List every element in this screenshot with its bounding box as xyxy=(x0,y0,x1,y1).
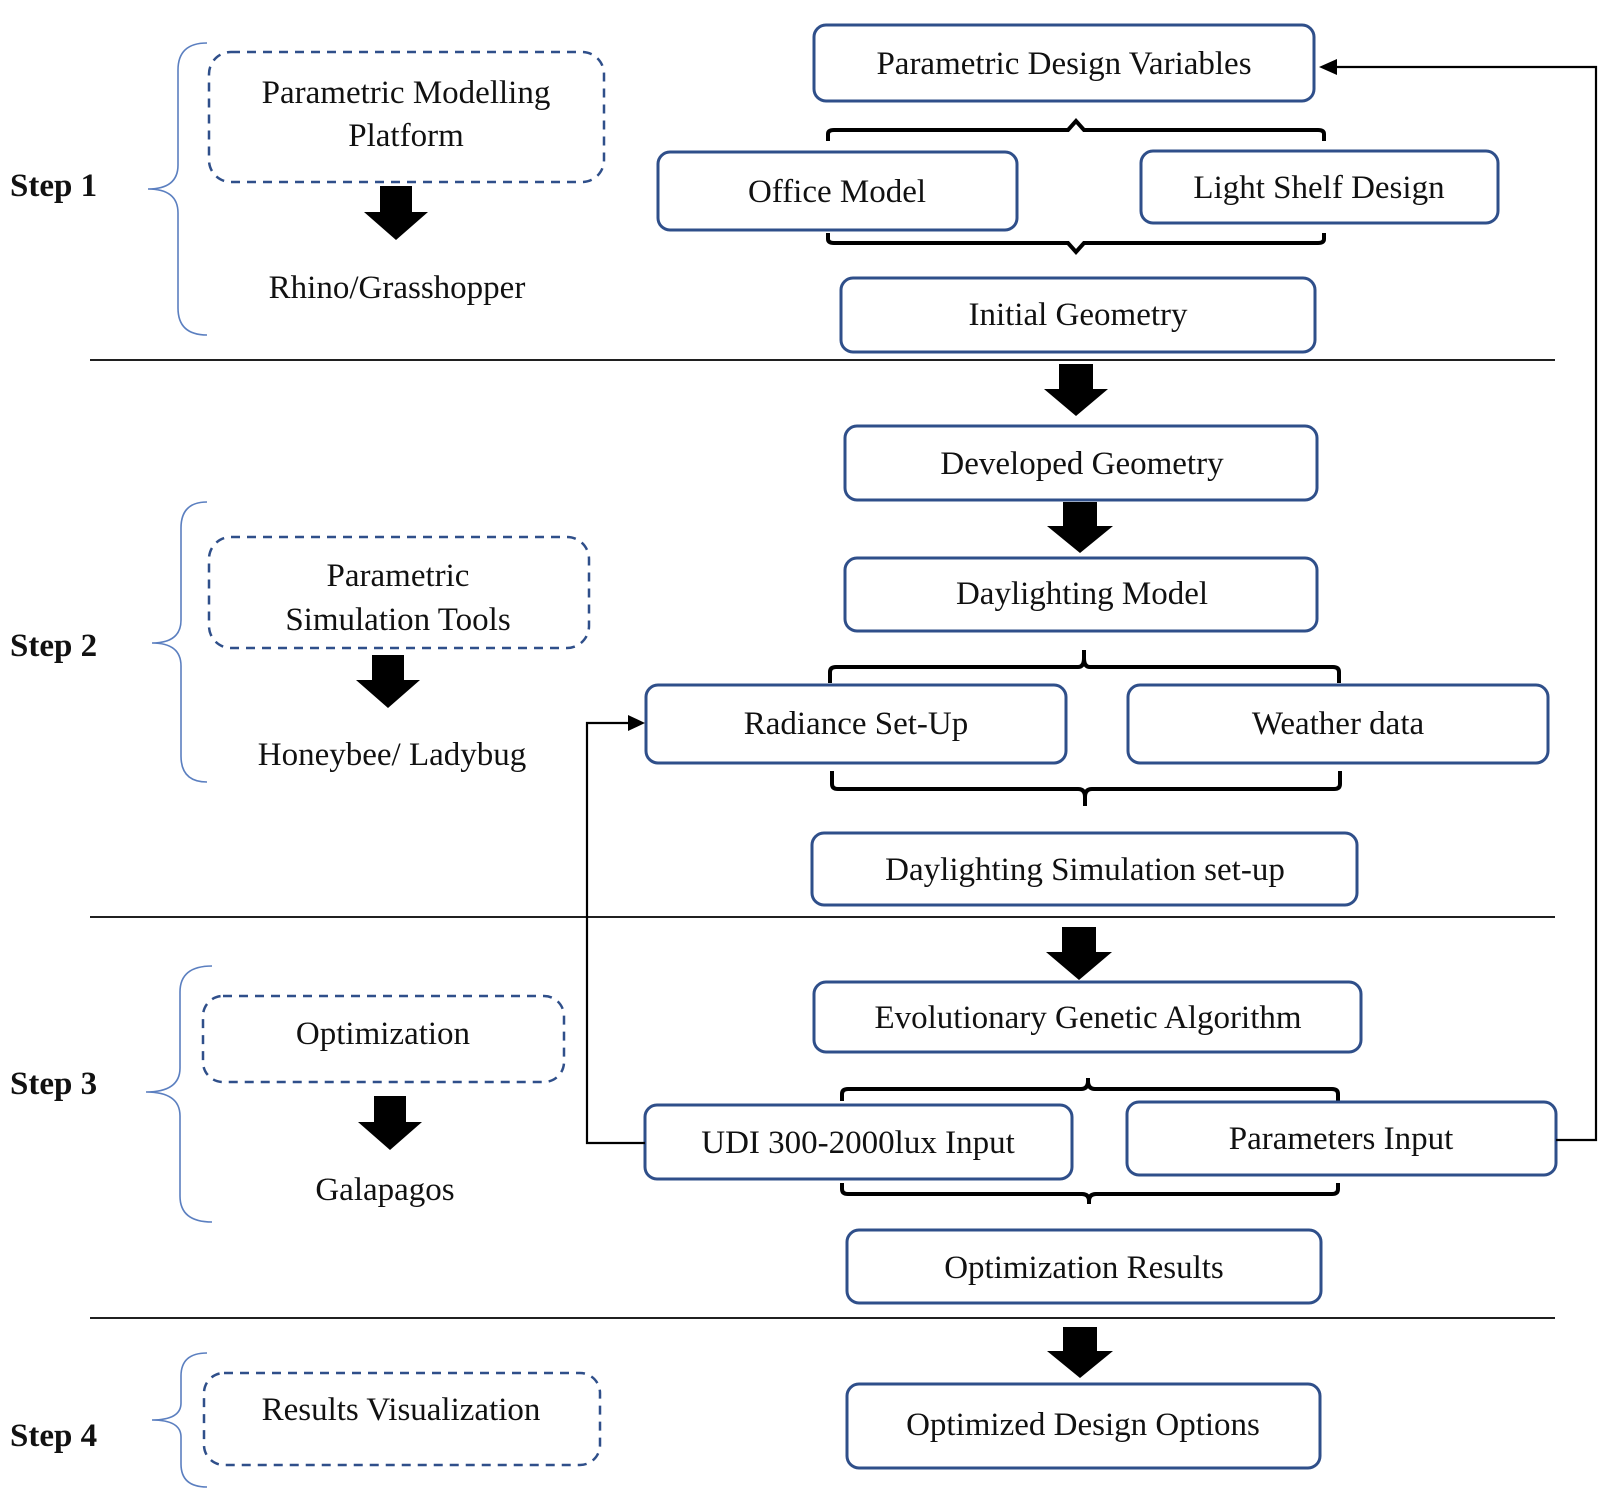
results-visualization-label: Results Visualization xyxy=(262,1392,541,1428)
step-3-label: Step 3 xyxy=(10,1066,97,1102)
daylighting-model-split-bracket xyxy=(828,650,1341,683)
optimization-results-box xyxy=(845,1228,1323,1305)
parametric-simulation-tools-box xyxy=(207,535,591,650)
simulation-to-algorithm-arrow-icon xyxy=(1046,927,1112,980)
initial-geometry-label: Initial Geometry xyxy=(968,297,1188,333)
optimization-tool-label: Optimization xyxy=(296,1016,470,1052)
daylighting-model-box xyxy=(843,556,1319,633)
parametric-modelling-platform-line1: Parametric Modelling xyxy=(262,75,551,111)
udi-to-radiance-arrowhead-icon xyxy=(628,715,645,731)
rhino-grasshopper-label: Rhino/Grasshopper xyxy=(269,270,526,306)
radiance-setup-label: Radiance Set-Up xyxy=(744,706,969,742)
office-model-box xyxy=(656,150,1019,232)
developed-to-daylighting-arrow-icon xyxy=(1047,502,1113,553)
parametric-simulation-tools-line1: Parametric xyxy=(327,558,470,594)
design-variables-split-bracket xyxy=(826,117,1326,141)
parametric-simulation-tools-line2: Simulation Tools xyxy=(285,602,510,638)
step-3-brace xyxy=(145,965,213,1223)
step-1-brace xyxy=(147,42,208,336)
developed-geometry-box xyxy=(843,424,1319,502)
evolutionary-genetic-algorithm-box xyxy=(812,980,1363,1054)
algorithm-split-bracket xyxy=(840,1078,1340,1101)
radiance-setup-box xyxy=(644,683,1068,765)
office-model-label: Office Model xyxy=(748,174,926,210)
step-2-brace xyxy=(151,501,208,783)
daylighting-simulation-setup-label: Daylighting Simulation set-up xyxy=(885,852,1285,888)
parameters-input-label: Parameters Input xyxy=(1229,1121,1454,1157)
parametric-design-variables-box xyxy=(812,23,1316,103)
galapagos-label: Galapagos xyxy=(315,1172,454,1208)
simulation-tools-arrow-icon xyxy=(356,655,420,708)
light-shelf-design-box xyxy=(1139,149,1500,225)
daylighting-model-label: Daylighting Model xyxy=(956,576,1208,612)
step-1-label: Step 1 xyxy=(10,168,97,204)
parametric-design-variables-label: Parametric Design Variables xyxy=(876,46,1251,82)
results-visualization-box xyxy=(202,1371,602,1467)
weather-data-label: Weather data xyxy=(1252,706,1425,742)
optimization-inputs-merge-bracket xyxy=(840,1183,1340,1204)
parametric-modelling-platform-box xyxy=(207,50,606,184)
parameters-input-box xyxy=(1125,1100,1558,1177)
step-2-label: Step 2 xyxy=(10,628,97,664)
evolutionary-genetic-algorithm-label: Evolutionary Genetic Algorithm xyxy=(874,1000,1301,1036)
parameters-to-design-variables-arrowhead-icon xyxy=(1319,59,1337,75)
udi-input-label: UDI 300-2000lux Input xyxy=(701,1125,1014,1161)
parametric-modelling-platform-line2: Platform xyxy=(348,118,464,154)
weather-data-box xyxy=(1126,683,1550,765)
developed-geometry-label: Developed Geometry xyxy=(940,446,1224,482)
step-4-label: Step 4 xyxy=(10,1418,97,1454)
optimization-results-label: Optimization Results xyxy=(944,1250,1224,1286)
results-to-options-arrow-icon xyxy=(1047,1327,1113,1378)
simulation-inputs-merge-bracket xyxy=(830,771,1342,806)
optimized-design-options-label: Optimized Design Options xyxy=(906,1407,1260,1443)
optimization-arrow-icon xyxy=(358,1096,422,1150)
initial-geometry-box xyxy=(839,276,1317,354)
daylighting-simulation-setup-box xyxy=(810,831,1359,907)
initial-to-developed-arrow-icon xyxy=(1044,364,1108,416)
honeybee-ladybug-label: Honeybee/ Ladybug xyxy=(258,737,527,773)
step-4-brace xyxy=(151,1352,208,1488)
udi-to-radiance-feedback-connector xyxy=(585,721,645,1145)
light-shelf-design-label: Light Shelf Design xyxy=(1193,170,1444,206)
modelling-platform-arrow-icon xyxy=(364,186,428,240)
optimization-tool-box xyxy=(201,994,566,1084)
parameters-to-design-variables-feedback-connector xyxy=(1335,65,1598,1142)
optimized-design-options-box xyxy=(845,1382,1322,1470)
design-variables-merge-bracket xyxy=(826,233,1326,256)
